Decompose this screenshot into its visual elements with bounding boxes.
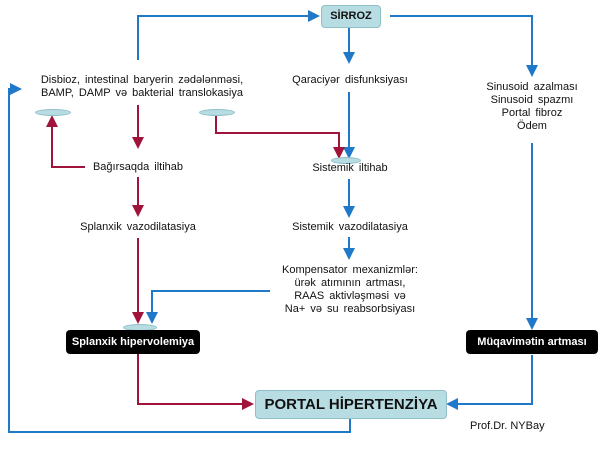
node-sirroz-label: SİRROZ xyxy=(330,10,372,22)
node-kompensator-line: Na+ və su reabsorbsiyası xyxy=(284,303,416,315)
node-sistemik-vazo-label: Sistemik vazodilatasiya xyxy=(292,221,408,233)
arrow-kompensator-to-splanxik xyxy=(146,290,270,324)
node-muqavimet: Müqavimətin artması xyxy=(466,330,598,354)
junction-ellipse-sistemik xyxy=(331,157,361,164)
node-splanxik-hiper-label: Splanxik hipervolemiya xyxy=(71,336,195,348)
node-sistemik-iltihab-label: Sistemik iltihab xyxy=(312,162,388,174)
junction-ellipse-left xyxy=(35,109,71,116)
node-qaraciyer-label: Qaraciyər disfunksiyası xyxy=(292,74,408,86)
node-sinusoid-line: Ödem xyxy=(517,120,547,132)
node-disbioz-line2: BAMP, DAMP və bakterial translokasiya xyxy=(40,87,243,99)
node-splanxik-vazo: Splanxik vazodilatasiya xyxy=(73,221,203,234)
node-disbioz-line1: Disbioz, intestinal baryerin zədələnməsi… xyxy=(40,74,244,86)
node-kompensator: Kompensator mexanizmlər: ürək atımının a… xyxy=(270,264,430,316)
node-sinusoid: Sinusoid azalması Sinusoid spazmı Portal… xyxy=(472,81,592,133)
node-muqavimet-label: Müqavimətin artması xyxy=(477,336,587,348)
node-portal-label: PORTAL HİPERTENZİYA xyxy=(264,396,438,413)
node-splanxik-vazo-label: Splanxik vazodilatasiya xyxy=(80,221,196,233)
arrow-sirroz-to-sinusoid xyxy=(390,15,538,77)
node-sinusoid-line: Portal fibroz xyxy=(501,107,563,119)
node-kompensator-line: Kompensator mexanizmlər: xyxy=(282,264,418,276)
arrow-muqavimet-to-portal xyxy=(446,355,533,410)
node-bagirsaq: Bağırsaqda iltihab xyxy=(88,161,188,174)
arrow-splanxik-hiper-to-portal xyxy=(137,353,254,410)
node-qaraciyer: Qaraciyər disfunksiyası xyxy=(280,74,420,87)
arrow-disbioz-to-sistemik xyxy=(215,114,345,159)
node-bagirsaq-label: Bağırsaqda iltihab xyxy=(92,161,184,173)
node-portal-hipertenziya: PORTAL HİPERTENZİYA xyxy=(255,390,447,419)
arrow-portal-to-disbioz xyxy=(8,83,351,433)
node-sinusoid-line: Sinusoid azalması xyxy=(486,81,578,93)
node-splanxik-hipervolemiya: Splanxik hipervolemiya xyxy=(66,330,200,354)
author-credit-label: Prof.Dr. NYBay xyxy=(470,420,545,432)
arrow-bagirsaq-to-disbioz xyxy=(46,115,85,168)
node-sistemik-vazo: Sistemik vazodilatasiya xyxy=(285,221,415,234)
node-kompensator-line: RAAS aktivləşməsi və xyxy=(294,290,406,302)
author-credit: Prof.Dr. NYBay xyxy=(470,420,560,433)
node-sirroz: SİRROZ xyxy=(321,5,381,28)
junction-ellipse-right xyxy=(199,109,235,116)
node-sinusoid-line: Sinusoid spazmı xyxy=(490,94,574,106)
node-disbioz: Disbioz, intestinal baryerin zədələnməsi… xyxy=(22,74,262,100)
node-kompensator-line: ürək atımının artması, xyxy=(294,277,406,289)
arrow-disbioz-to-sirroz xyxy=(137,10,320,60)
node-sistemik-iltihab: Sistemik iltihab xyxy=(300,162,400,175)
